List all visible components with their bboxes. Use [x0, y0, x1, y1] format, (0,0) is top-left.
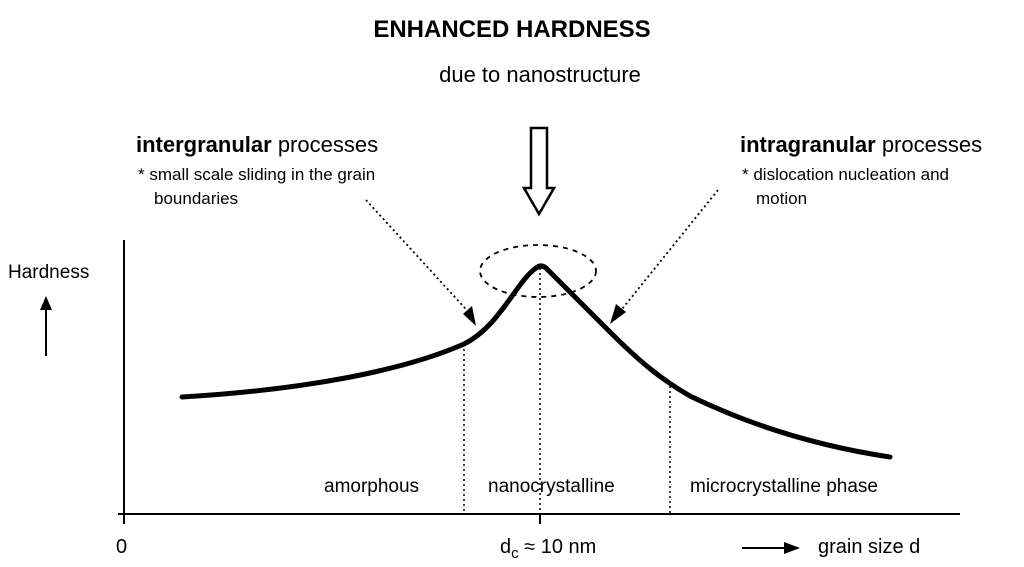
- intergranular-pointer-head: [463, 306, 476, 326]
- critical-subscript: c: [511, 545, 519, 562]
- right-process-heading: intragranular processes: [740, 132, 982, 158]
- intragranular-pointer: [617, 189, 719, 315]
- diagram-title: ENHANCED HARDNESS: [373, 16, 651, 43]
- hardness-curve: [179, 263, 893, 460]
- right-process-keyword: intragranular: [740, 132, 876, 157]
- region-amorphous: amorphous: [324, 476, 420, 497]
- hardness-up-arrowhead: [40, 296, 52, 310]
- left-process-note-line2: boundaries: [154, 189, 239, 208]
- left-process-heading: intergranular processes: [136, 132, 378, 158]
- grain-size-right-arrowhead: [784, 542, 800, 554]
- critical-main: d: [500, 536, 512, 558]
- x-critical-label: dc ≈ 10 nm: [500, 536, 596, 562]
- x-axis-label: grain size d: [818, 536, 921, 558]
- left-process-note-line1: * small scale sliding in the grain: [138, 165, 376, 184]
- diagram-subtitle: due to nanostructure: [439, 62, 641, 87]
- y-axis-label: Hardness: [8, 262, 90, 283]
- region-microcrystalline: microcrystalline phase: [690, 476, 878, 497]
- intragranular-pointer-head: [610, 304, 626, 324]
- right-process-suffix: processes: [875, 132, 983, 157]
- peak-highlight-ellipse: [479, 244, 597, 298]
- intergranular-pointer: [365, 199, 475, 319]
- big-down-arrow: [521, 126, 557, 217]
- right-process-note-line1: * dislocation nucleation and: [742, 165, 949, 184]
- right-process-note-line2: motion: [756, 189, 808, 208]
- region-nanocrystalline: nanocrystalline: [488, 476, 615, 497]
- critical-value: ≈ 10 nm: [518, 536, 597, 558]
- left-process-keyword: intergranular: [136, 132, 272, 157]
- left-process-suffix: processes: [271, 132, 379, 157]
- x-origin-label: 0: [116, 536, 128, 558]
